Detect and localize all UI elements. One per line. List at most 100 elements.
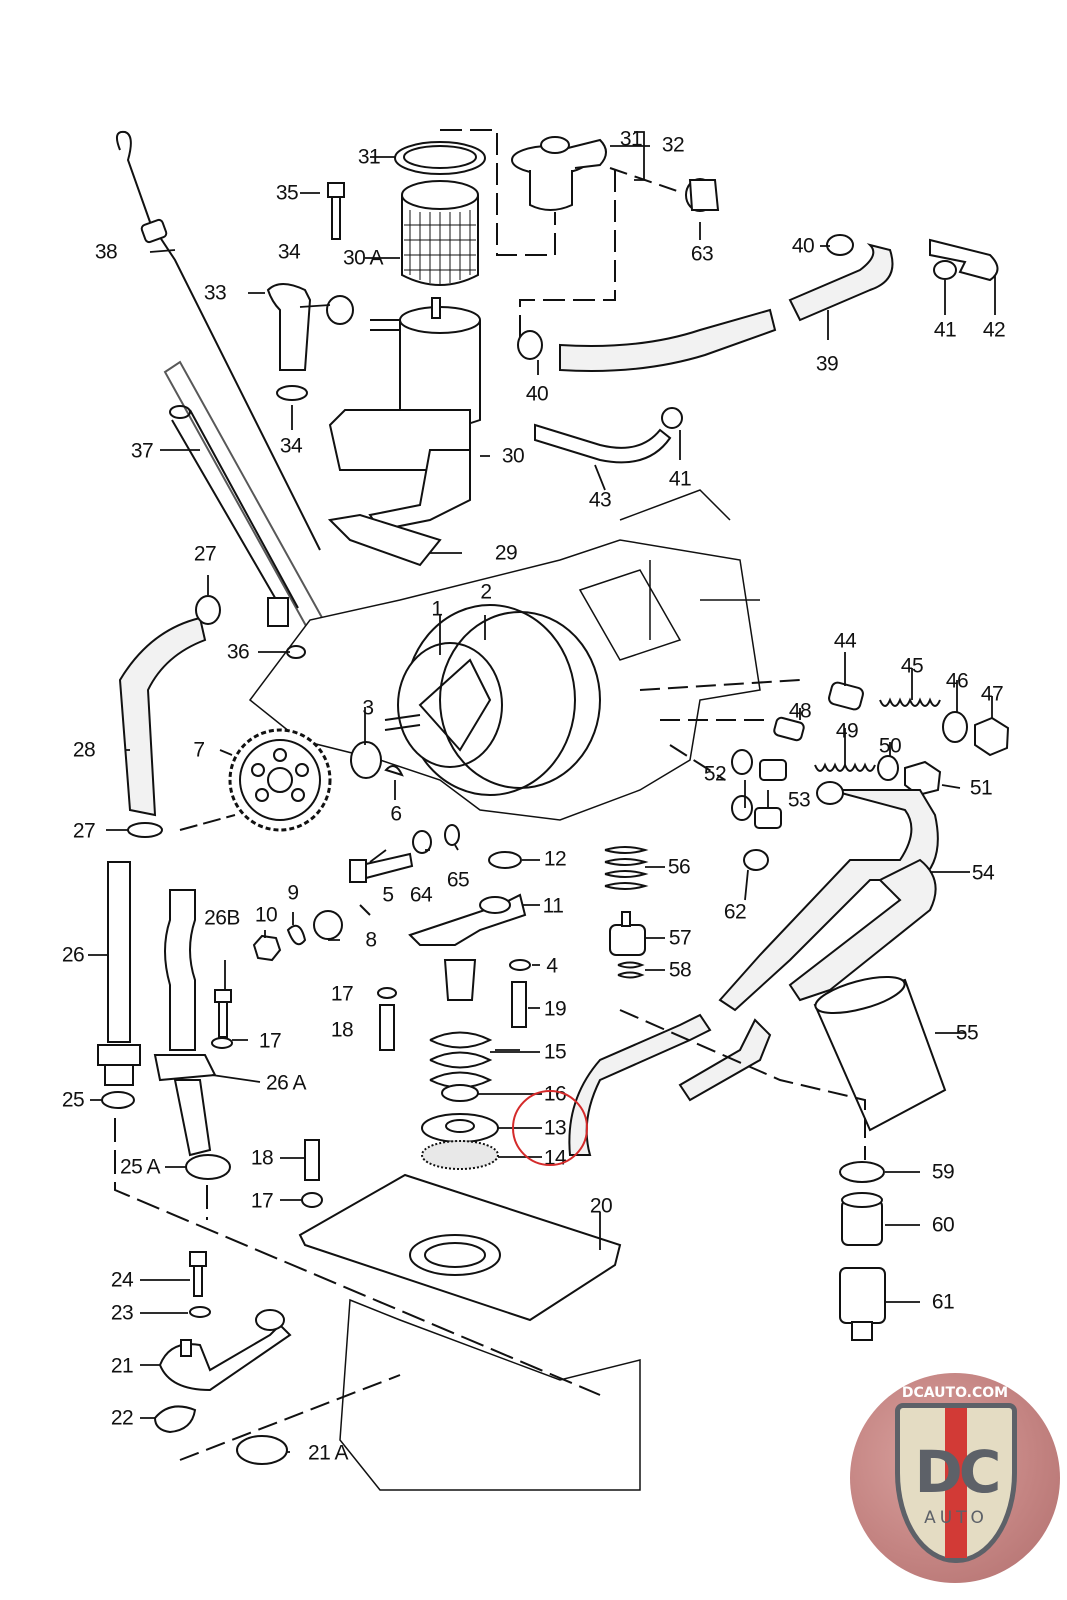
label-30[interactable]: 30: [501, 444, 525, 468]
label-34a[interactable]: 34: [277, 240, 301, 264]
fitting-part-53a[interactable]: [759, 759, 787, 781]
label-47[interactable]: 47: [980, 682, 1004, 706]
label-17a[interactable]: 17: [330, 982, 354, 1006]
fitting-62[interactable]: [743, 849, 769, 871]
seal-part-59[interactable]: [839, 1161, 885, 1183]
washer-part-8[interactable]: [313, 910, 343, 940]
gasket-part-2[interactable]: [439, 611, 601, 789]
clamp-part-41a[interactable]: [933, 260, 957, 280]
clamp-part-40b[interactable]: [826, 234, 854, 256]
bolt-part-18a[interactable]: [379, 1004, 395, 1051]
label-61[interactable]: 61: [931, 1290, 955, 1314]
seal-part-46[interactable]: [942, 711, 968, 743]
washer-part-17a[interactable]: [377, 987, 397, 999]
clamp-part-40a[interactable]: [517, 330, 543, 360]
seal-part-52a[interactable]: [731, 749, 753, 775]
clamp-part-16[interactable]: [441, 1084, 479, 1102]
label-54[interactable]: 54: [971, 861, 995, 885]
label-52[interactable]: 52: [703, 762, 727, 786]
label-19[interactable]: 19: [543, 997, 567, 1021]
label-29[interactable]: 29: [494, 541, 518, 565]
label-62[interactable]: 62: [723, 900, 747, 924]
fitting-part-53b[interactable]: [754, 807, 782, 829]
label-33[interactable]: 33: [203, 281, 227, 305]
label-12[interactable]: 12: [543, 847, 567, 871]
label-28[interactable]: 28: [72, 738, 96, 762]
label-36[interactable]: 36: [226, 640, 250, 664]
label-34b[interactable]: 34: [279, 434, 303, 458]
label-15[interactable]: 15: [543, 1040, 567, 1064]
label-27a[interactable]: 27: [193, 542, 217, 566]
label-25[interactable]: 25: [61, 1088, 85, 1112]
seal-part-25[interactable]: [101, 1091, 135, 1109]
fitting-top-54[interactable]: [816, 781, 844, 805]
clamp-part-63[interactable]: [685, 178, 720, 212]
tube-part-26A[interactable]: [153, 889, 217, 1157]
label-40b[interactable]: 40: [791, 234, 815, 258]
cover-part-21A[interactable]: [236, 1435, 288, 1465]
tube-part-26[interactable]: [97, 861, 141, 1086]
label-11[interactable]: 11: [542, 894, 564, 918]
clamp-part-34b[interactable]: [276, 385, 308, 401]
label-35[interactable]: 35: [275, 181, 299, 205]
strainer-part-13[interactable]: [421, 1113, 499, 1143]
label-55[interactable]: 55: [955, 1021, 979, 1045]
label-41b[interactable]: 41: [668, 467, 692, 491]
label-18b[interactable]: 18: [250, 1146, 274, 1170]
label-17c[interactable]: 17: [250, 1189, 274, 1213]
label-63[interactable]: 63: [690, 242, 714, 266]
hose-part-33[interactable]: [266, 283, 312, 371]
label-58[interactable]: 58: [668, 958, 692, 982]
label-7[interactable]: 7: [193, 738, 205, 762]
label-53[interactable]: 53: [787, 788, 811, 812]
label-32[interactable]: 32: [661, 133, 685, 157]
bracket-part-21[interactable]: [158, 1309, 292, 1392]
lockwasher-part-23[interactable]: [189, 1306, 211, 1318]
oil-filter-part-55[interactable]: [812, 970, 947, 1132]
seal-part-52b[interactable]: [731, 795, 753, 821]
label-23[interactable]: 23: [110, 1301, 134, 1325]
label-26A[interactable]: 26 A: [265, 1071, 307, 1095]
clamp-part-27b[interactable]: [127, 822, 163, 838]
label-1[interactable]: 1: [431, 597, 443, 621]
label-25A[interactable]: 25 A: [119, 1155, 161, 1179]
seal-part-50[interactable]: [877, 755, 899, 781]
oil-line-part-54b[interactable]: [788, 858, 937, 1002]
bolt-part-5[interactable]: [349, 852, 414, 883]
label-45[interactable]: 45: [900, 654, 924, 678]
label-43[interactable]: 43: [588, 488, 612, 512]
label-48[interactable]: 48: [788, 699, 812, 723]
label-8[interactable]: 8: [365, 928, 377, 952]
label-18a[interactable]: 18: [330, 1018, 354, 1042]
washer-part-17b[interactable]: [301, 1192, 323, 1208]
label-5[interactable]: 5: [382, 883, 394, 907]
oil-tank-part-30[interactable]: [328, 297, 481, 532]
label-21[interactable]: 21: [110, 1354, 134, 1378]
clamp-part-27a[interactable]: [195, 595, 221, 625]
adapter-part-60[interactable]: [841, 1192, 883, 1246]
sensor-part-61[interactable]: [839, 1267, 886, 1341]
hose-part-43[interactable]: [534, 423, 672, 464]
dipstick-part-38[interactable]: [115, 130, 321, 551]
label-39[interactable]: 39: [815, 352, 839, 376]
clamp-part-34a[interactable]: [326, 295, 354, 325]
washer-part-17c[interactable]: [211, 1037, 233, 1049]
bolt-part-26B[interactable]: [214, 989, 232, 1038]
label-49[interactable]: 49: [835, 719, 859, 743]
spring-part-15[interactable]: [429, 1031, 493, 1089]
label-65[interactable]: 65: [446, 868, 470, 892]
nut-part-10[interactable]: [252, 934, 282, 962]
label-50[interactable]: 50: [878, 734, 902, 758]
label-37[interactable]: 37: [130, 439, 154, 463]
label-41a[interactable]: 41: [933, 318, 957, 342]
pickup-part-11[interactable]: [408, 893, 527, 946]
washer-part-64[interactable]: [412, 830, 432, 854]
label-21A[interactable]: 21 A: [307, 1441, 349, 1465]
label-26B[interactable]: 26B: [204, 906, 240, 930]
label-9[interactable]: 9: [287, 881, 299, 905]
bolt-part-18b[interactable]: [304, 1139, 320, 1181]
bolt-part-35[interactable]: [327, 182, 345, 240]
label-64[interactable]: 64: [409, 883, 433, 907]
label-20[interactable]: 20: [589, 1194, 613, 1218]
washer-part-65[interactable]: [444, 824, 460, 846]
